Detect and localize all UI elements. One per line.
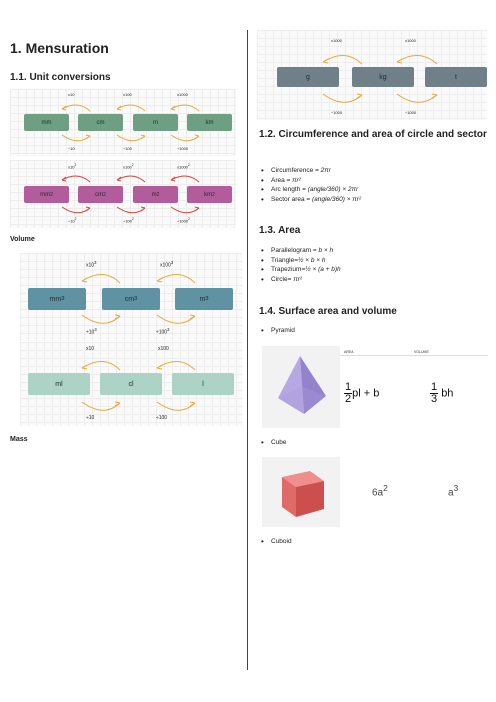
list-item: Circle= πr² bbox=[259, 275, 341, 284]
mul-label: x100 bbox=[123, 92, 132, 97]
unit-box-mm: mm bbox=[24, 114, 69, 131]
section-unit-conversions: 1.1. Unit conversions bbox=[10, 72, 111, 83]
cube-icon bbox=[282, 471, 324, 517]
mul-label: x102 bbox=[68, 163, 77, 170]
section-circle: 1.2. Circumference and area of circle an… bbox=[259, 129, 487, 140]
mul-label: x1000 bbox=[177, 92, 188, 97]
mul-label: x10 bbox=[68, 92, 75, 97]
div-label: ÷1002 bbox=[123, 217, 134, 224]
mul-label: x1000 bbox=[331, 38, 342, 43]
div-label: ÷100 bbox=[123, 146, 132, 151]
unit-box-km: km bbox=[187, 114, 232, 131]
area-formula-list: Parallelogram = b × h Triangle=½ × b × h… bbox=[259, 246, 341, 285]
shape-item-cube: Cube bbox=[259, 438, 287, 449]
column-header-volume: VOLUME bbox=[414, 350, 429, 354]
div-label: ÷1000 bbox=[405, 110, 417, 115]
shape-item-pyramid: Pyramid bbox=[259, 326, 295, 337]
list-item: Cube bbox=[259, 438, 287, 447]
cube-volume-formula: a3 bbox=[448, 483, 459, 499]
section-area: 1.3. Area bbox=[259, 225, 301, 236]
capacity-conversion-panel: x10 x100 ml cl l ÷10 ÷100 bbox=[20, 342, 242, 426]
unit-box-t: t bbox=[425, 67, 487, 87]
list-item: Cuboid bbox=[259, 537, 292, 546]
list-item: Area = πr² bbox=[259, 176, 361, 185]
pyramid-image bbox=[262, 346, 340, 428]
table-divider bbox=[340, 355, 488, 356]
mass-label: Mass bbox=[10, 436, 28, 443]
pyramid-icon bbox=[278, 356, 326, 414]
mul-label: x1002 bbox=[123, 163, 134, 170]
column-header-area: AREA bbox=[344, 350, 354, 354]
div-label: ÷100 bbox=[156, 415, 168, 421]
column-divider bbox=[247, 30, 248, 670]
div-label: ÷102 bbox=[68, 217, 77, 224]
div-label: ÷1000 bbox=[177, 146, 189, 151]
list-item: Arc length = (angle/360) × 2πr bbox=[259, 185, 361, 194]
mul-label: x1003 bbox=[160, 260, 174, 269]
volume-arrows bbox=[81, 274, 196, 324]
mul-label: x1000 bbox=[405, 38, 416, 43]
unit-box-ml: ml bbox=[28, 373, 90, 395]
mass-arrows bbox=[322, 55, 438, 103]
mass-conversion-panel: x1000 x1000 g kg t ÷1000 ÷1000 bbox=[257, 30, 487, 120]
cube-table: 6a2 a3 bbox=[262, 457, 488, 527]
div-label: ÷1003 bbox=[156, 327, 170, 336]
mul-label: x100 bbox=[158, 346, 169, 352]
volume-label: Volume bbox=[10, 236, 35, 243]
mul-label: x10002 bbox=[177, 163, 190, 170]
div-label: ÷103 bbox=[86, 327, 97, 336]
circle-formula-list: Circumference = 2πr Area = πr² Arc lengt… bbox=[259, 166, 361, 205]
unit-box-cm: cm bbox=[78, 114, 123, 131]
div-label: ÷10 bbox=[68, 146, 75, 151]
list-item: Trapezium=½ × (a + b)h bbox=[259, 265, 341, 274]
cube-area-formula: 6a2 bbox=[372, 483, 388, 499]
area-arrows bbox=[61, 175, 200, 214]
div-label: ÷10 bbox=[86, 415, 95, 421]
length-conversion-panel: x10 x100 x1000 mm cm m km ÷10 ÷100 ÷1000 bbox=[10, 89, 236, 156]
mul-arrows bbox=[61, 104, 200, 142]
cube-image bbox=[262, 457, 340, 527]
list-item: Sector area = (angle/360) × πr² bbox=[259, 195, 361, 204]
page-title: 1. Mensuration bbox=[10, 40, 109, 56]
list-item: Triangle=½ × b × h bbox=[259, 256, 341, 265]
capacity-arrows bbox=[81, 361, 196, 411]
shape-item-cuboid: Cuboid bbox=[259, 537, 292, 548]
list-item: Circumference = 2πr bbox=[259, 166, 361, 175]
section-surface: 1.4. Surface area and volume bbox=[259, 306, 397, 317]
mul-label: x103 bbox=[86, 260, 97, 269]
unit-box-l: l bbox=[172, 373, 234, 395]
div-label: ÷10002 bbox=[177, 217, 190, 224]
unit-box-kg: kg bbox=[352, 67, 414, 87]
unit-box-g: g bbox=[277, 67, 339, 87]
list-item: Parallelogram = b × h bbox=[259, 246, 341, 255]
list-item: Pyramid bbox=[259, 326, 295, 335]
unit-box-m: m bbox=[133, 114, 178, 131]
div-label: ÷1000 bbox=[331, 110, 343, 115]
unit-box-cl: cl bbox=[100, 373, 162, 395]
mul-label: x10 bbox=[86, 346, 95, 352]
